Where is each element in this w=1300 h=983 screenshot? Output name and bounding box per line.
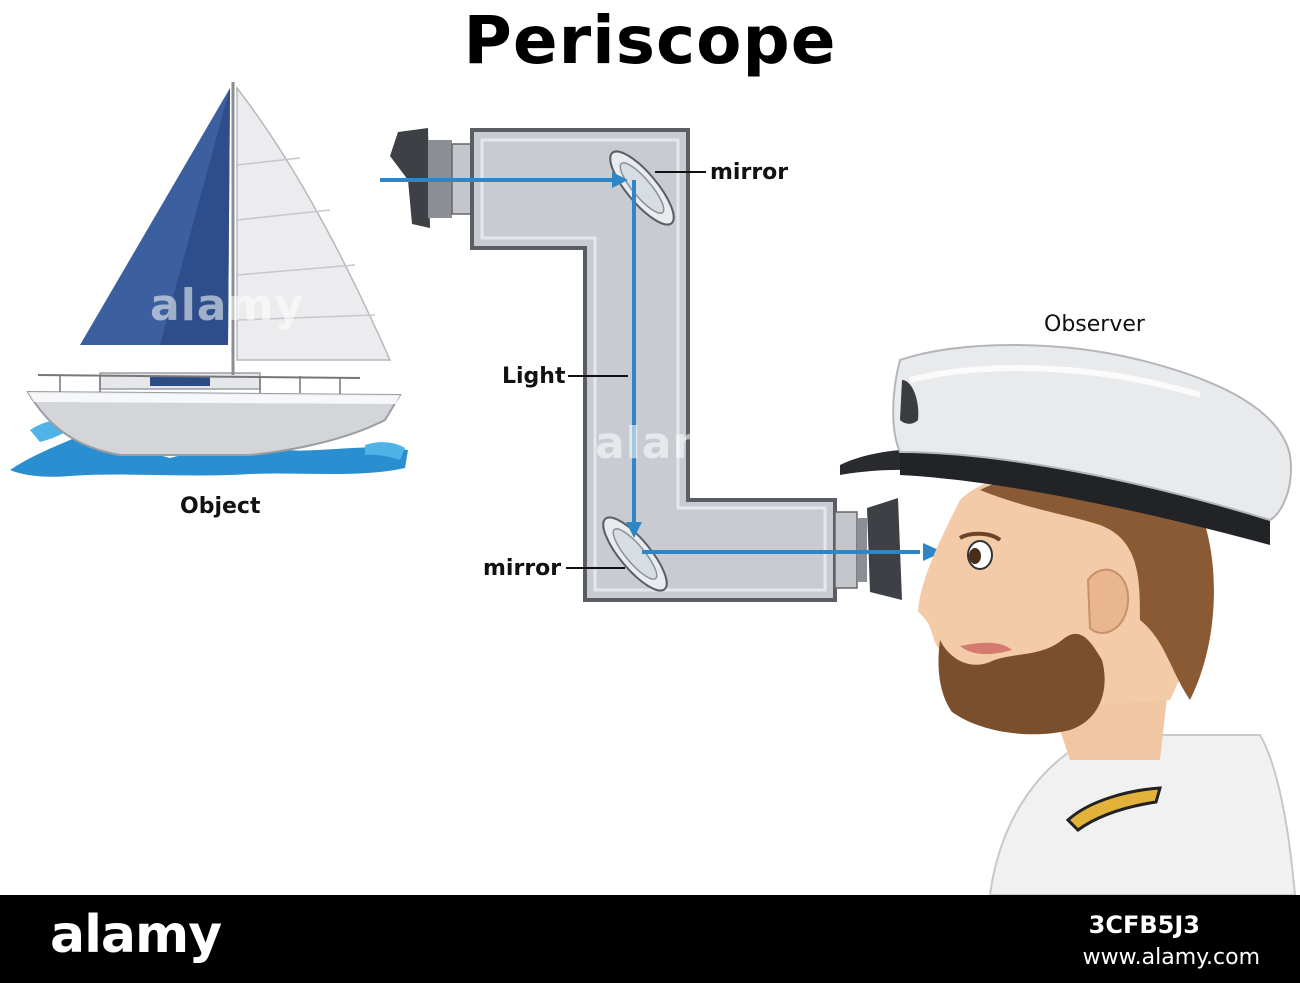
- sailboat-icon: [10, 82, 408, 477]
- observer-label: Observer: [1044, 312, 1145, 337]
- footer-site: www.alamy.com: [1082, 945, 1260, 970]
- label-leaders: [566, 171, 706, 569]
- captain-observer-icon: [840, 344, 1297, 895]
- watermark-text-2: alamy: [595, 418, 749, 469]
- footer-brand: alamy: [50, 905, 222, 965]
- mirror-top-label: mirror: [710, 160, 789, 185]
- light-ray-arrowhead: [923, 543, 943, 561]
- diagram-canvas: Periscope alamy Object: [10, 2, 1297, 895]
- watermark-text: alamy: [150, 280, 304, 331]
- footer-image-id: 3CFB5J3: [1088, 911, 1200, 939]
- light-label: Light: [502, 364, 566, 389]
- periscope-icon: [380, 128, 920, 602]
- footer-bar: alamy 3CFB5J3 www.alamy.com: [0, 895, 1300, 983]
- mirror-bottom-label: mirror: [483, 556, 562, 581]
- page-title: Periscope: [463, 2, 837, 79]
- object-label: Object: [180, 494, 261, 519]
